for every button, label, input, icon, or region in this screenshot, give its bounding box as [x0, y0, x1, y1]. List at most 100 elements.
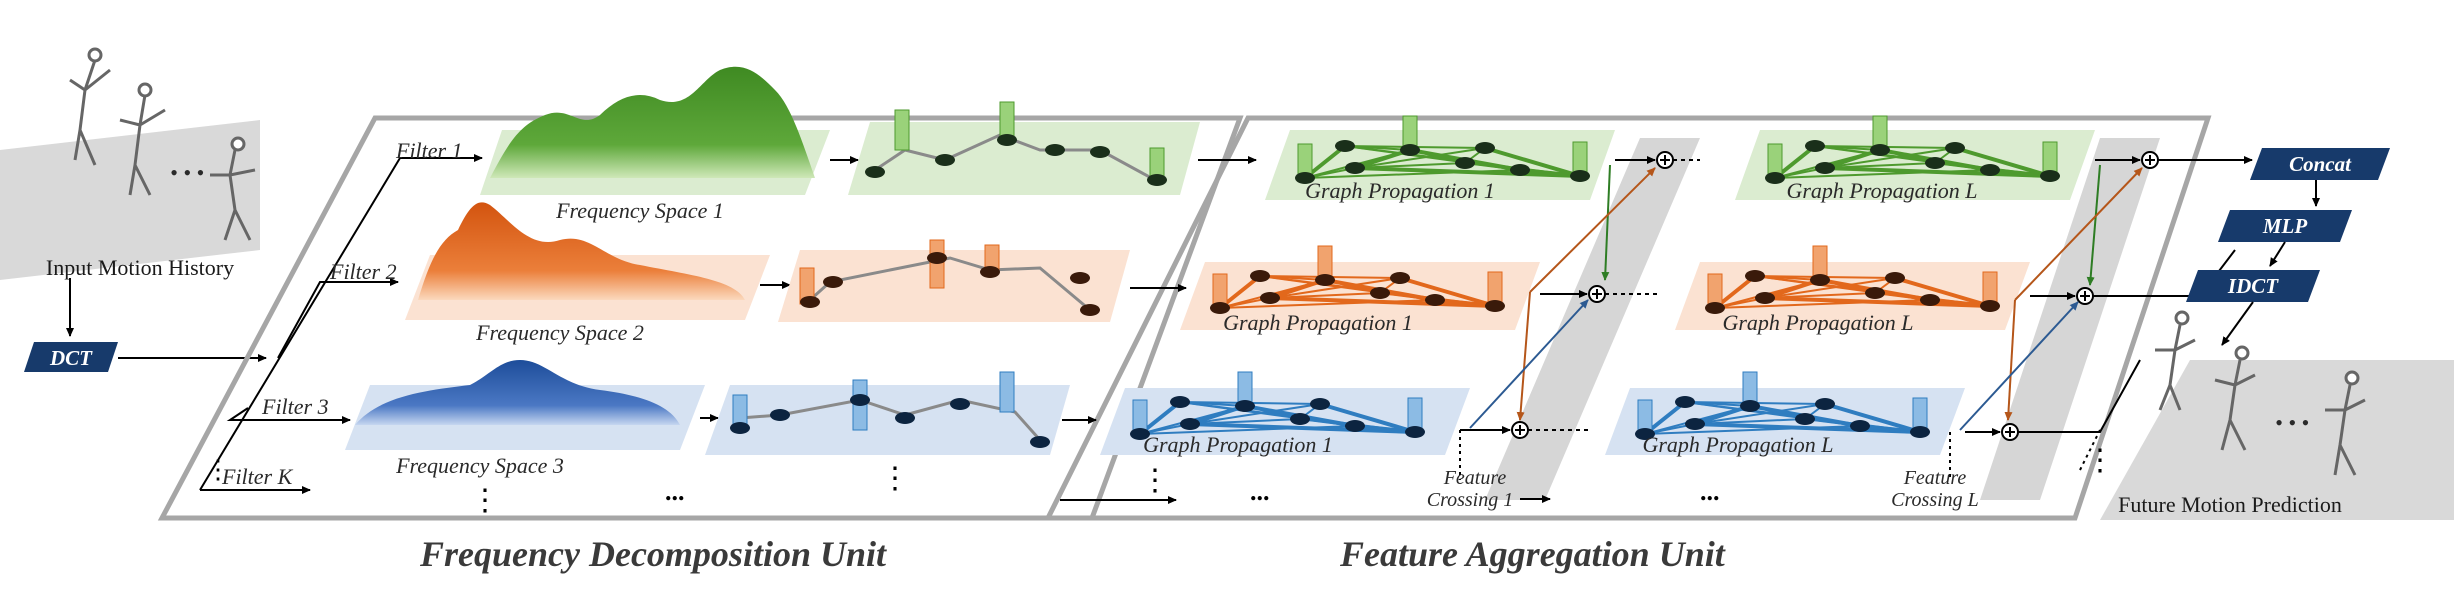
graph-edge [1189, 403, 1321, 425]
output-dots: • • • [2275, 410, 2309, 435]
graph-node [1405, 426, 1425, 438]
graph-node [1865, 287, 1885, 299]
graph-prop-orange-L [1675, 245, 2030, 330]
graph-node [1170, 396, 1190, 408]
concat-button[interactable] [2250, 148, 2390, 180]
graph-node [1180, 418, 1200, 430]
agg-ellipsis-1: ... [1250, 477, 1270, 506]
graph-node [1815, 398, 1835, 410]
graph-edge [1354, 166, 1581, 178]
freq-wave-blue [355, 360, 680, 425]
graph-node [1485, 300, 1505, 312]
freq-ellipsis: ... [665, 477, 685, 506]
graph-node [1675, 396, 1695, 408]
graph-node [1815, 162, 1835, 174]
feature-crossing-arrows [1469, 164, 2143, 431]
crossing-strip-L [1980, 138, 2160, 500]
graph-node [1425, 294, 1445, 306]
graph-prop-L-blue-label: Graph Propagation L [1642, 432, 1833, 457]
future-motion-prediction-label: Future Motion Prediction [2118, 492, 2342, 517]
graph-prop-1-green-label: Graph Propagation 1 [1305, 178, 1495, 203]
graph-node [1370, 287, 1390, 299]
graph-node [1980, 164, 2000, 176]
feature-crossing-1-line1: Feature [1443, 467, 1507, 489]
filtered-graph-blue [705, 371, 1070, 455]
graph-node [1795, 413, 1815, 425]
input-skeleton-figures [69, 47, 256, 241]
feature-crossing-L-line2: Crossing L [1891, 489, 1979, 511]
arrows-to-filtered-graphs [700, 156, 859, 422]
concat-label: Concat [2289, 152, 2352, 176]
idct-button[interactable] [2186, 270, 2320, 302]
filter-vertical-dots: ⋮ [205, 455, 231, 484]
filter-1-label: Filter 1 [395, 138, 463, 163]
graph-node [1910, 426, 1930, 438]
graph-prop-1-orange-label: Graph Propagation 1 [1223, 310, 1413, 335]
filter-3-label: Filter 3 [261, 394, 329, 419]
crossing-strip-1 [1485, 138, 1700, 500]
freq-wave-green [490, 66, 815, 178]
graph-node [1235, 400, 1255, 412]
graph-node [1870, 144, 1890, 156]
graph-node [1510, 164, 1530, 176]
graph-prop-green-1 [1265, 115, 1615, 200]
dct-label: DCT [49, 346, 93, 370]
graph-node [1295, 172, 1315, 184]
frequency-space-2-label: Frequency Space 2 [475, 320, 644, 345]
graph-edge [1764, 277, 1896, 299]
graph-edge [1319, 402, 1416, 434]
filtered-graph-green [848, 101, 1200, 195]
graph-prop-L-orange-label: Graph Propagation L [1722, 310, 1913, 335]
graph-node [1310, 398, 1330, 410]
graph-node [1945, 142, 1965, 154]
graph-edge [1189, 422, 1416, 434]
frequency-decomposition-unit-title: Frequency Decomposition Unit [419, 534, 887, 574]
graph-node [1925, 157, 1945, 169]
arrow-idct-to-prediction [2221, 301, 2254, 346]
graph-node [1570, 170, 1590, 182]
graph-prop-green-L [1735, 115, 2095, 200]
graph-node [1335, 140, 1355, 152]
agg-ellipsis-2: ... [1700, 477, 1720, 506]
input-history-panel [0, 120, 260, 280]
graph-edge [1354, 147, 1486, 169]
output-panel [2100, 360, 2454, 520]
freq-wave-orange [418, 202, 745, 300]
graph-node [1885, 272, 1905, 284]
filtered-graph-orange [778, 239, 1130, 322]
graph-edge [1694, 422, 1921, 434]
graph-node [1980, 300, 2000, 312]
graph-node [1345, 162, 1365, 174]
graph-node [1315, 274, 1335, 286]
graph-node [1475, 142, 1495, 154]
idct-label: IDCT [2227, 274, 2279, 298]
output-skeleton-figures [2155, 310, 2366, 476]
input-dots: • • • [170, 160, 204, 185]
graph-node [1345, 420, 1365, 432]
graph-node [1685, 418, 1705, 430]
graph-edge [1694, 403, 1826, 425]
graph-edge [1824, 402, 1921, 434]
graph-node [1920, 294, 1940, 306]
graph-node [1850, 420, 1870, 432]
graph-edge [1894, 276, 1991, 308]
mlp-button[interactable] [2218, 210, 2352, 242]
graph-prop-1-blue-label: Graph Propagation 1 [1143, 432, 1333, 457]
graph-prop-L-green-label: Graph Propagation L [1786, 178, 1977, 203]
graph-vertical-dots: ⋮ [880, 462, 910, 495]
graph-node [1705, 302, 1725, 314]
graph-node [1810, 274, 1830, 286]
graph-node [1635, 428, 1655, 440]
feature-crossing-1-line2: Crossing 1 [1427, 489, 1514, 511]
filter-branch-lines [199, 154, 483, 494]
filter-2-label: Filter 2 [329, 259, 397, 284]
graph-node [1765, 172, 1785, 184]
graph-edge [1824, 147, 1956, 169]
arrows-into-graph-propagation [1060, 156, 1257, 504]
freq-vertical-dots: ⋮ [470, 484, 500, 517]
graph-edge [1764, 296, 1991, 308]
dct-button[interactable] [24, 342, 118, 372]
graph-edge [1269, 296, 1496, 308]
graph-node [1745, 270, 1765, 282]
